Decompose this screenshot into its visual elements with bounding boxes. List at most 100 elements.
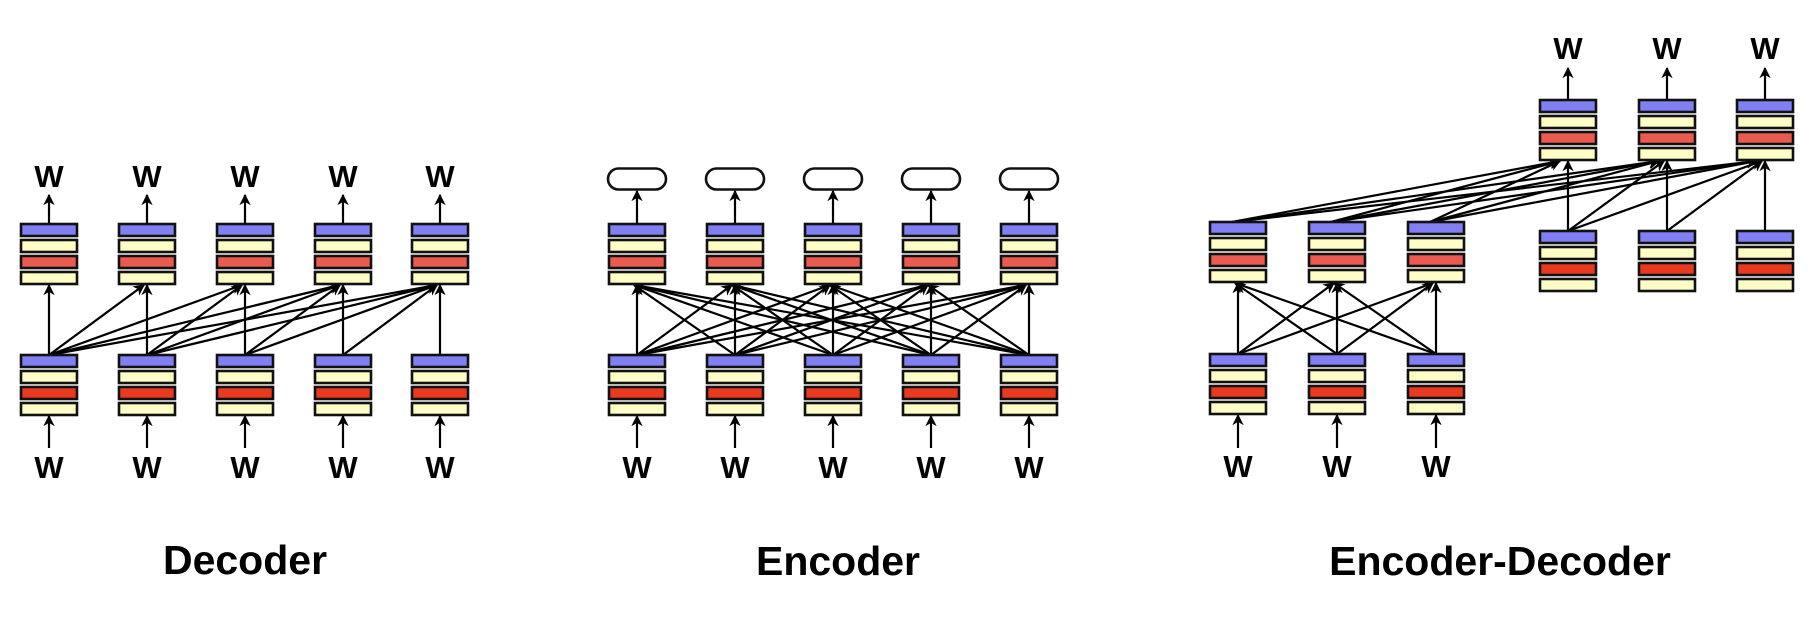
decoder-attention-edge bbox=[342, 284, 438, 356]
encoder-input-token: W bbox=[622, 450, 652, 485]
ffn-layer-bar bbox=[999, 385, 1059, 401]
ffn-layer-bar bbox=[410, 385, 470, 401]
attention-layer-bar bbox=[1406, 220, 1466, 236]
attention-layer-bar bbox=[1735, 98, 1795, 114]
norm-layer-bar bbox=[705, 369, 765, 385]
enc-dec-decoder-output-token: W bbox=[1553, 31, 1583, 66]
norm-layer-bar bbox=[1406, 236, 1466, 252]
norm-layer-bar bbox=[215, 401, 275, 417]
attention-layer-bar bbox=[1307, 220, 1367, 236]
encoder-output-pill bbox=[704, 167, 766, 191]
encoder-layer2-block bbox=[705, 222, 765, 286]
enc-dec-encoder-layer1-block bbox=[1208, 352, 1268, 416]
enc-dec-encoder-layer2-block bbox=[1406, 220, 1466, 284]
enc-dec-cross-attention-edge bbox=[1429, 157, 1759, 224]
norm-layer-bar bbox=[215, 369, 275, 385]
norm-layer-bar bbox=[117, 238, 177, 254]
attention-layer-bar bbox=[607, 222, 667, 238]
norm-layer-bar bbox=[901, 369, 961, 385]
enc-dec-decoder-attention-edge bbox=[1666, 160, 1763, 232]
ffn-layer-bar bbox=[1208, 384, 1268, 400]
ffn-layer-bar bbox=[1637, 130, 1697, 146]
norm-layer-bar bbox=[1735, 277, 1795, 293]
ffn-layer-bar bbox=[901, 254, 961, 270]
enc-dec-cross-attention-edge bbox=[1330, 158, 1562, 224]
norm-layer-bar bbox=[1307, 268, 1367, 284]
attention-layer-bar bbox=[1538, 229, 1598, 245]
decoder-input-token: W bbox=[230, 450, 260, 485]
decoder-attention-edge bbox=[244, 283, 439, 357]
decoder-attention-edge bbox=[146, 284, 243, 356]
norm-layer-bar bbox=[410, 369, 470, 385]
ffn-layer-bar bbox=[607, 385, 667, 401]
enc-dec-decoder-layer2-block bbox=[1735, 98, 1795, 162]
encoder-layer1-block bbox=[607, 353, 667, 417]
decoder-layer1-block bbox=[410, 353, 470, 417]
norm-layer-bar bbox=[999, 270, 1059, 286]
decoder-layer2-block bbox=[410, 222, 470, 286]
ffn-layer-bar bbox=[705, 254, 765, 270]
encoder-output-pill bbox=[900, 167, 962, 191]
attention-layer-bar bbox=[1735, 229, 1795, 245]
decoder-layer1-block bbox=[19, 353, 79, 417]
norm-layer-bar bbox=[19, 270, 79, 286]
decoder-layer1-block bbox=[313, 353, 373, 417]
ffn-layer-bar bbox=[313, 254, 373, 270]
norm-layer-bar bbox=[117, 401, 177, 417]
enc-dec-decoder-attention-edge bbox=[1567, 159, 1764, 233]
ffn-layer-bar bbox=[1538, 261, 1598, 277]
norm-layer-bar bbox=[1637, 114, 1697, 130]
encoder-input-token: W bbox=[720, 450, 750, 485]
decoder-attention-edge bbox=[146, 283, 342, 357]
encoder-attention-edge bbox=[927, 284, 1030, 356]
norm-layer-bar bbox=[999, 401, 1059, 417]
encoder-output-pill bbox=[802, 167, 864, 191]
decoder-layer2-block bbox=[313, 222, 373, 286]
attention-layer-bar bbox=[999, 353, 1059, 369]
norm-layer-bar bbox=[803, 401, 863, 417]
ffn-layer-bar bbox=[1735, 261, 1795, 277]
ffn-layer-bar bbox=[803, 385, 863, 401]
enc-dec-decoder-output-token: W bbox=[1750, 31, 1780, 66]
ffn-layer-bar bbox=[1406, 384, 1466, 400]
encoder-input-token: W bbox=[916, 450, 946, 485]
attention-layer-bar bbox=[19, 353, 79, 369]
norm-layer-bar bbox=[410, 270, 470, 286]
norm-layer-bar bbox=[803, 270, 863, 286]
decoder-output-token: W bbox=[425, 159, 455, 194]
encoder-title: Encoder bbox=[756, 538, 920, 584]
norm-layer-bar bbox=[215, 270, 275, 286]
attention-layer-bar bbox=[803, 222, 863, 238]
attention-layer-bar bbox=[313, 222, 373, 238]
norm-layer-bar bbox=[901, 401, 961, 417]
enc-dec-encoder-attention-edge bbox=[1234, 282, 1338, 355]
enc-dec-cross-attention-edge bbox=[1429, 160, 1562, 223]
attention-layer-bar bbox=[1406, 352, 1466, 368]
encoder-attention-edge bbox=[632, 283, 834, 357]
norm-layer-bar bbox=[1637, 245, 1697, 261]
attention-layer-bar bbox=[410, 353, 470, 369]
attention-layer-bar bbox=[901, 353, 961, 369]
norm-layer-bar bbox=[1208, 368, 1268, 384]
encoder-attention-edge bbox=[632, 281, 1030, 357]
norm-layer-bar bbox=[803, 238, 863, 254]
encoder-layer1-block bbox=[803, 353, 863, 417]
decoder-attention-edge bbox=[48, 284, 145, 356]
decoder-input-token: W bbox=[425, 450, 455, 485]
ffn-layer-bar bbox=[803, 254, 863, 270]
attention-layer-bar bbox=[607, 353, 667, 369]
encoder-attention-edge bbox=[828, 283, 1030, 357]
decoder-layer1-block bbox=[215, 353, 275, 417]
norm-layer-bar bbox=[1406, 368, 1466, 384]
norm-layer-bar bbox=[1735, 114, 1795, 130]
encoder-layer2-block bbox=[999, 222, 1059, 286]
ffn-layer-bar bbox=[1637, 261, 1697, 277]
norm-layer-bar bbox=[1538, 146, 1598, 162]
attention-layer-bar bbox=[1208, 352, 1268, 368]
norm-layer-bar bbox=[999, 369, 1059, 385]
norm-layer-bar bbox=[607, 238, 667, 254]
ffn-layer-bar bbox=[1538, 130, 1598, 146]
layer-blocks bbox=[19, 98, 1795, 417]
attention-layer-bar bbox=[117, 222, 177, 238]
decoder-output-token: W bbox=[34, 159, 64, 194]
